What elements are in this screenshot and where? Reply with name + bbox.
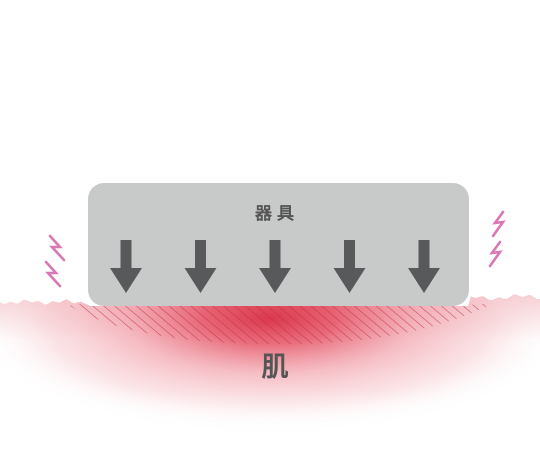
lightning-bolt-icon: [491, 210, 506, 238]
down-arrow-icon: [184, 240, 217, 293]
device: 器具: [88, 183, 469, 306]
pressure-arrows: [110, 240, 440, 293]
down-arrow-icon: [110, 240, 142, 293]
irritation-marks: [44, 210, 506, 288]
skin-label: 肌: [262, 352, 289, 383]
lightning-bolt-icon: [44, 260, 62, 288]
lightning-bolt-icon: [488, 240, 503, 268]
down-arrow-icon: [408, 240, 440, 293]
skin-layer: [0, 294, 540, 462]
down-arrow-icon: [259, 240, 291, 293]
down-arrow-icon: [333, 240, 366, 293]
skin-compression-hatch: [70, 303, 490, 345]
lightning-bolt-icon: [48, 234, 66, 262]
skin-bottom-fade: [0, 294, 540, 462]
device-label: 器具: [254, 204, 299, 224]
